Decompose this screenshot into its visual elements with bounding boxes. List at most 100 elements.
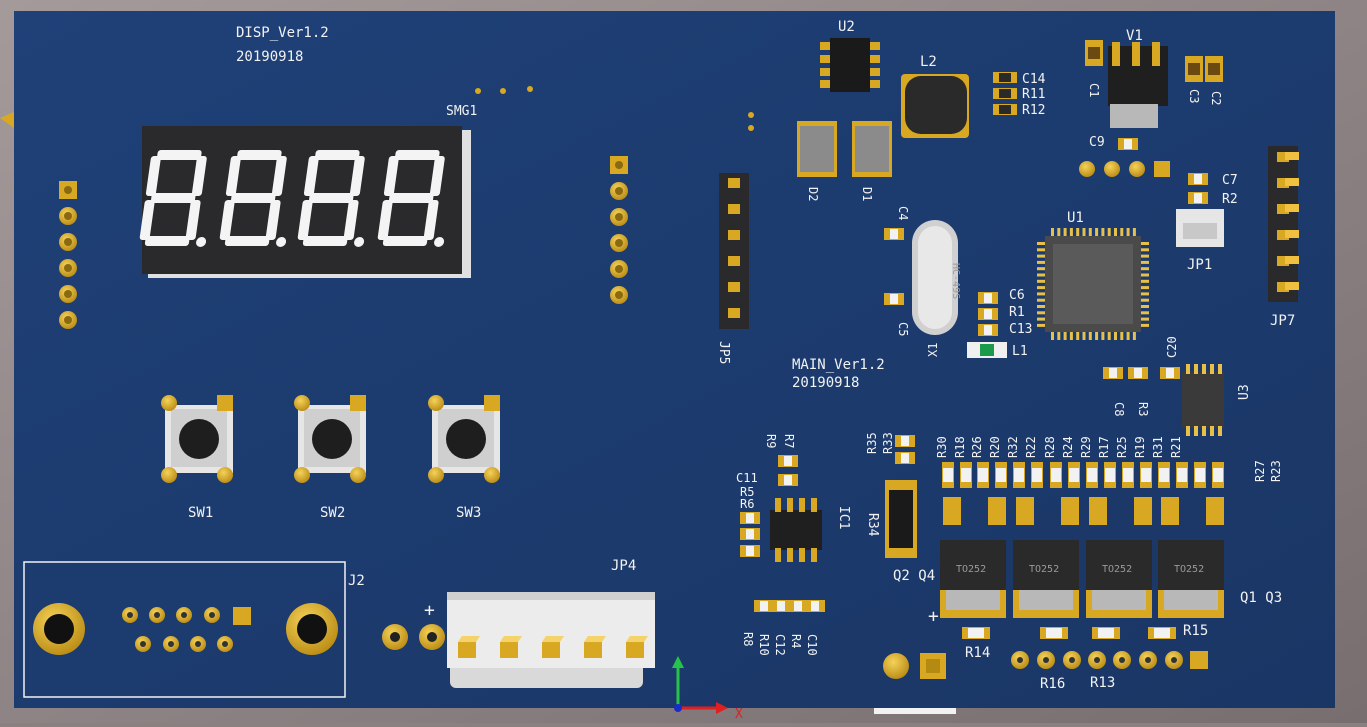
svg-text:TO252: TO252 [1174,564,1204,575]
c11-label: C11 [736,471,758,485]
r10-label: R10 [757,634,771,656]
r4-label: R4 [789,634,803,648]
u3-chip [1182,364,1224,436]
resistor-label-r32: R32 [1006,436,1020,458]
r27-label: R27 [1253,460,1267,482]
c3-label: C3 [1187,89,1201,103]
c8-label: C8 [1112,402,1126,416]
digit-2 [219,150,287,247]
c10-label: C10 [805,634,819,656]
d1-diode [852,121,892,177]
bottom-pin-row [1011,651,1208,669]
switch-sw3[interactable] [428,395,500,483]
jp-pad-row [1079,161,1170,177]
jp4-pins [458,636,648,658]
jp5-header [719,173,749,329]
c13-label: C13 [1009,322,1032,337]
bottom-tab [874,708,956,714]
to252-2: TO252 [1013,497,1079,618]
u2-label: U2 [838,19,855,35]
r6-label: R6 [740,497,754,511]
r9-label: R9 [764,434,778,448]
d1-label: D1 [860,187,874,201]
crystal-marking: HC-49S [950,263,961,299]
r8-label: R8 [741,632,755,646]
resistor-label-r17: R17 [1097,436,1111,458]
seven-segment-display [139,126,471,278]
resistor-label-r19: R19 [1133,436,1147,458]
to252-4: TO252 [1158,497,1224,618]
u3-label: U3 [1237,384,1252,400]
ic1-chip [770,498,822,562]
x1-label: X1 [926,343,940,357]
c1-label: C1 [1087,83,1101,97]
r5-label: R5 [740,485,754,499]
c4-label: C4 [896,206,910,220]
resistor-label-r31: R31 [1151,436,1165,458]
d2-diode [797,121,837,177]
switch-sw1[interactable] [161,395,233,483]
r33-label: R33 [881,432,895,454]
svg-text:TO252: TO252 [1029,564,1059,575]
main-date-label: 20190918 [792,375,859,391]
jp4-connector [447,592,655,688]
small-components [740,40,1223,612]
resistor-label-r30: R30 [935,436,949,458]
d2-label: D2 [806,187,820,201]
main-version-label: MAIN_Ver1.2 [792,357,885,373]
r12-label: R12 [1022,103,1045,118]
sw2-label: SW2 [320,505,345,521]
r34-label: R34 [865,513,880,537]
disp-version-label: DISP_Ver1.2 [236,25,329,41]
board-edge-marker [0,112,14,128]
r23-label: R23 [1269,460,1283,482]
j2-label: J2 [348,573,365,589]
r7-label: R7 [782,434,796,448]
r11-label: R11 [1022,87,1045,102]
j2-pins [122,607,251,652]
v1-label: V1 [1126,28,1143,44]
plus-mark-2: + [928,606,939,627]
r1-label: R1 [1009,305,1025,320]
resistor-label-r25: R25 [1115,436,1129,458]
smg1-label: SMG1 [446,104,477,119]
jp7-header [1268,146,1299,302]
via-group-top [475,86,754,131]
r16-label: R16 [1040,676,1065,692]
r15-label: R15 [1183,623,1208,639]
v1-regulator [1108,42,1168,128]
resistor-label-r21: R21 [1169,436,1183,458]
digit-4 [377,150,445,247]
svg-text:TO252: TO252 [956,564,986,575]
jp1-label: JP1 [1187,257,1212,273]
resistor-label-r20: R20 [988,436,1002,458]
bottom-power-pads [883,653,946,679]
to252-1: TO252 [940,497,1006,618]
l2-label: L2 [920,54,937,70]
bottom-resistors [962,627,1176,639]
l2-inductor [901,74,969,138]
disp-date-label: 20190918 [236,49,303,65]
c6-label: C6 [1009,288,1025,303]
jp5-label: JP5 [716,341,731,364]
jp1-connector [1176,209,1224,247]
display-digits [139,150,445,247]
j2-connector [23,561,346,698]
c7-label: C7 [1222,173,1238,188]
transistor-group: TO252 TO252 TO252 TO252 [940,497,1224,618]
r13-label: R13 [1090,675,1115,691]
svg-text:X: X [735,707,743,722]
switch-sw2[interactable] [294,395,366,483]
sw1-label: SW1 [188,505,213,521]
u1-label: U1 [1067,210,1084,226]
resistor-label-r22: R22 [1024,436,1038,458]
x1-crystal: HC-49S [912,220,961,335]
c5-label: C5 [896,322,910,336]
r35-label: R35 [865,432,879,454]
r3-label: R3 [1136,402,1150,416]
svg-text:TO252: TO252 [1102,564,1132,575]
q2q4-label: Q2 Q4 [893,568,935,584]
